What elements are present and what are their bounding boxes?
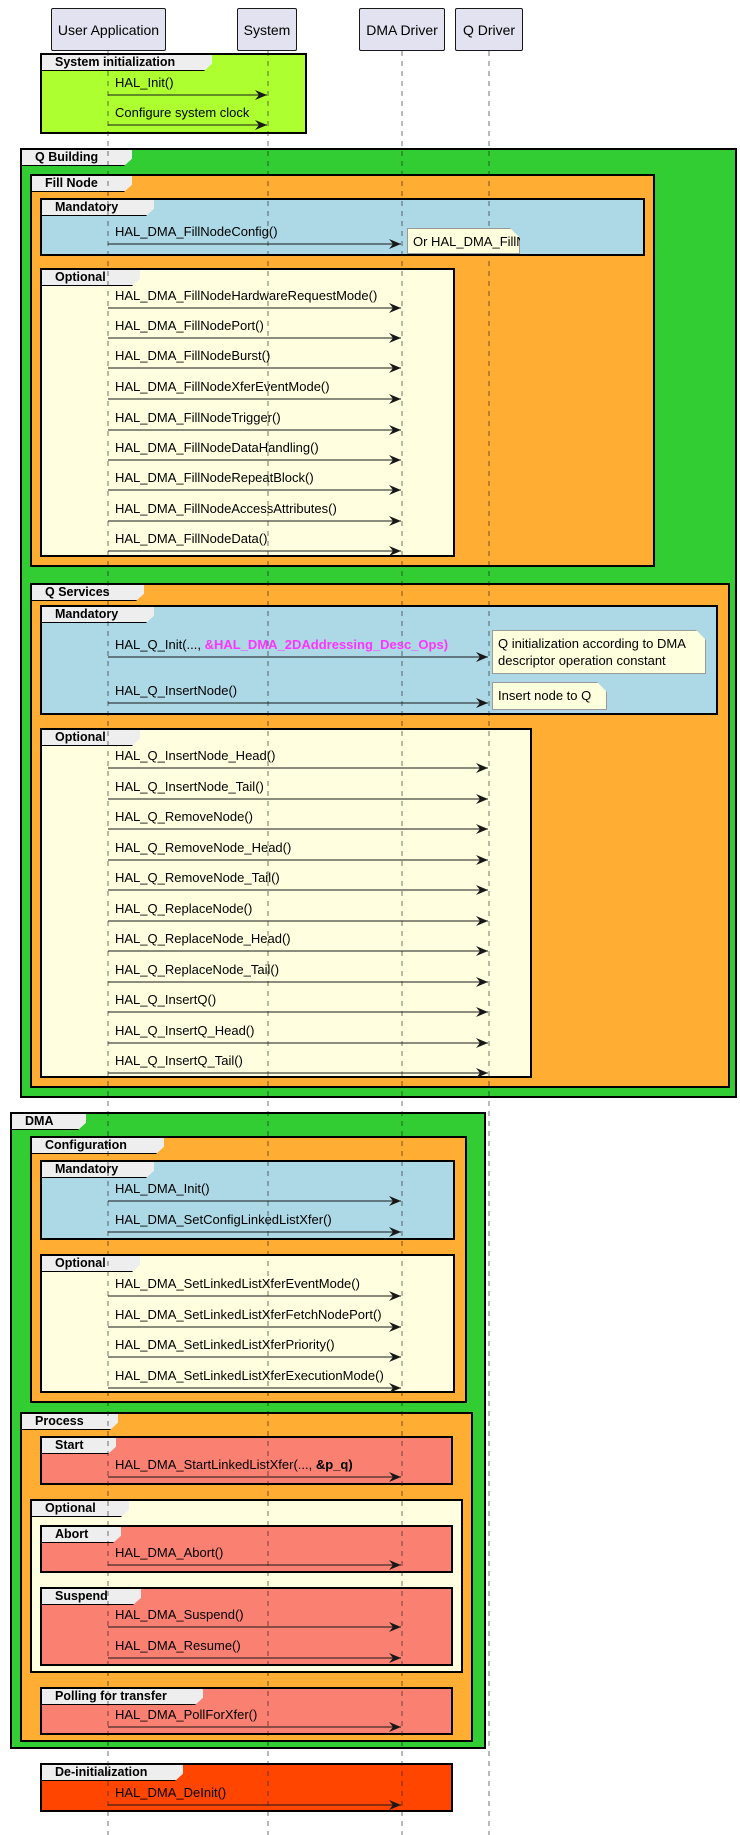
message-label: HAL_DMA_Suspend() xyxy=(115,1607,244,1622)
message-label: HAL_Q_ReplaceNode_Tail() xyxy=(115,962,280,977)
message-label: HAL_Q_InsertNode_Head() xyxy=(115,748,276,763)
message-text: HAL_Q_Init(..., xyxy=(115,637,205,652)
message-label: HAL_Q_ReplaceNode() xyxy=(115,901,253,916)
frame-label: Mandatory xyxy=(42,1162,154,1178)
note-line: Insert node to Q xyxy=(498,688,592,703)
message-label: HAL_DMA_FillNodePort() xyxy=(115,318,264,333)
message-label: HAL_Q_InsertQ() xyxy=(115,992,217,1007)
frame-deinit: De-initialization xyxy=(40,1763,453,1812)
message-label: HAL_DMA_FillNodeConfig() xyxy=(115,224,278,239)
message-label: HAL_DMA_SetLinkedListXferEventMode() xyxy=(115,1276,360,1291)
note-fill-direct-xfer: Or HAL_DMA_FillNodeDirectXfer() xyxy=(407,228,520,254)
participant-user-application: User Application xyxy=(51,8,166,51)
frame-label: Optional xyxy=(32,1501,129,1517)
frame-label: De-initialization xyxy=(42,1765,183,1781)
frame-label: Mandatory xyxy=(42,200,154,216)
frame-label: System initialization xyxy=(42,55,212,71)
message-text: HAL_DMA_StartLinkedListXfer(..., xyxy=(115,1457,316,1472)
frame-label: Polling for transfer xyxy=(42,1689,203,1705)
message-label: HAL_Q_InsertQ_Head() xyxy=(115,1023,255,1038)
message-label: HAL_Q_RemoveNode_Tail() xyxy=(115,870,280,885)
message-label: HAL_DMA_Init() xyxy=(115,1181,210,1196)
message-label: HAL_DMA_FillNodeAccessAttributes() xyxy=(115,501,337,516)
participant-q-driver: Q Driver xyxy=(455,8,523,51)
message-label: HAL_DMA_PollForXfer() xyxy=(115,1707,258,1722)
frame-label: Optional xyxy=(42,730,140,746)
frame-label: DMA xyxy=(12,1114,86,1130)
note-insert-node: Insert node to Q xyxy=(492,682,607,710)
message-label: HAL_DMA_Resume() xyxy=(115,1638,241,1653)
frame-label: Mandatory xyxy=(42,607,154,623)
message-label: Configure system clock xyxy=(115,105,250,120)
frame-qs-optional: Optional xyxy=(40,728,532,1078)
message-label: HAL_DMA_SetConfigLinkedListXfer() xyxy=(115,1212,332,1227)
message-label: HAL_Q_InsertNode_Tail() xyxy=(115,779,264,794)
message-label: HAL_Q_InsertNode() xyxy=(115,683,238,698)
message-emphasis: &HAL_DMA_2DAddressing_Desc_Ops) xyxy=(204,637,449,652)
message-start-linked-list-xfer: HAL_DMA_StartLinkedListXfer(..., &p_q) xyxy=(115,1457,353,1472)
frame-label: Optional xyxy=(42,1256,140,1272)
frame-label: Optional xyxy=(42,270,140,286)
message-label: HAL_DMA_SetLinkedListXferPriority() xyxy=(115,1337,335,1352)
message-label: HAL_DMA_FillNodeData() xyxy=(115,531,268,546)
note-q-init: Q initialization according to DMA descrip… xyxy=(492,630,706,674)
frame-label: Suspend xyxy=(42,1589,141,1605)
message-label: HAL_DMA_Abort() xyxy=(115,1545,224,1560)
message-label: HAL_Q_RemoveNode() xyxy=(115,809,254,824)
frame-label: Fill Node xyxy=(32,176,132,192)
message-emphasis: &p_q) xyxy=(315,1457,353,1472)
frame-label: Configuration xyxy=(32,1138,164,1154)
frame-label: Q Building xyxy=(22,150,132,166)
message-label: HAL_Q_ReplaceNode_Head() xyxy=(115,931,291,946)
participant-system: System xyxy=(237,8,297,51)
participant-dma-driver: DMA Driver xyxy=(359,8,445,51)
note-line: Q initialization according to DMA xyxy=(498,636,686,651)
frame-system-init: System initialization xyxy=(40,53,307,134)
frame-abort: Abort xyxy=(40,1525,453,1573)
frame-label: Process xyxy=(22,1414,118,1430)
frame-fill-mandatory: Mandatory xyxy=(40,198,645,256)
message-label: HAL_Init() xyxy=(115,75,174,90)
frame-fill-optional: Optional xyxy=(40,268,455,557)
message-label: HAL_DMA_FillNodeTrigger() xyxy=(115,410,281,425)
message-label: HAL_DMA_FillNodeDataHandling() xyxy=(115,440,319,455)
message-label: HAL_DMA_FillNodeHardwareRequestMode() xyxy=(115,288,378,303)
message-label: HAL_DMA_SetLinkedListXferExecutionMode() xyxy=(115,1368,384,1383)
frame-label: Abort xyxy=(42,1527,121,1543)
note-line: Or HAL_DMA_FillNodeDirectXfer() xyxy=(413,234,614,249)
message-label: HAL_DMA_FillNodeRepeatBlock() xyxy=(115,470,314,485)
frame-cfg-mandatory: Mandatory xyxy=(40,1160,455,1240)
message-hal-q-init: HAL_Q_Init(..., &HAL_DMA_2DAddressing_De… xyxy=(115,637,448,652)
frame-suspend: Suspend xyxy=(40,1587,453,1666)
message-label: HAL_Q_InsertQ_Tail() xyxy=(115,1053,243,1068)
message-label: HAL_DMA_SetLinkedListXferFetchNodePort() xyxy=(115,1307,382,1322)
message-label: HAL_DMA_FillNodeXferEventMode() xyxy=(115,379,330,394)
note-line: descriptor operation constant xyxy=(498,653,666,668)
message-label: HAL_DMA_FillNodeBurst() xyxy=(115,348,271,363)
message-label: HAL_Q_RemoveNode_Head() xyxy=(115,840,292,855)
frame-cfg-optional: Optional xyxy=(40,1254,455,1393)
frame-label: Start xyxy=(42,1438,116,1454)
message-label: HAL_DMA_DeInit() xyxy=(115,1785,227,1800)
frame-label: Q Services xyxy=(32,585,144,601)
